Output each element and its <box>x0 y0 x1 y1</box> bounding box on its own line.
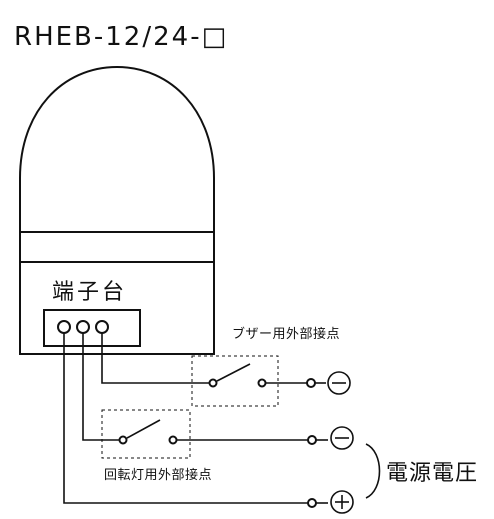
rotary-contact-box <box>101 409 191 459</box>
terminal-minus-mid-dot <box>307 435 317 445</box>
power-bracket <box>365 443 381 499</box>
rotary-wire <box>82 333 120 441</box>
terminal-block <box>43 309 141 347</box>
buzzer-wire <box>101 333 210 384</box>
rotary-contact-right <box>168 435 178 445</box>
minus-symbol-top <box>327 371 351 395</box>
power-supply-label: 電源電圧 <box>386 461 478 486</box>
rotary-switch-blade <box>126 419 161 439</box>
rotary-contact-label: 回転灯用外部接点 <box>104 467 212 483</box>
terminal-plus-dot <box>307 498 317 508</box>
plus-symbol <box>330 490 354 514</box>
buzzer-contact-right <box>257 378 267 388</box>
terminal-screw-3 <box>95 320 109 334</box>
terminal-screw-1 <box>57 320 71 334</box>
buzzer-contact-left <box>208 378 218 388</box>
terminal-minus-top-dot <box>306 378 316 388</box>
minus-symbol-mid <box>330 426 354 450</box>
terminal-block-label: 端子台 <box>52 280 127 305</box>
terminal-screw-2 <box>76 320 90 334</box>
model-title: RHEB-12/24-□ <box>14 22 228 52</box>
lamp-base <box>19 231 215 355</box>
buzzer-switch-blade <box>216 363 251 382</box>
buzzer-contact-box <box>191 355 279 407</box>
plus-wire <box>63 333 308 504</box>
rotary-contact-left <box>118 435 128 445</box>
lamp-dome <box>19 65 215 232</box>
buzzer-contact-label: ブザー用外部接点 <box>232 326 340 342</box>
